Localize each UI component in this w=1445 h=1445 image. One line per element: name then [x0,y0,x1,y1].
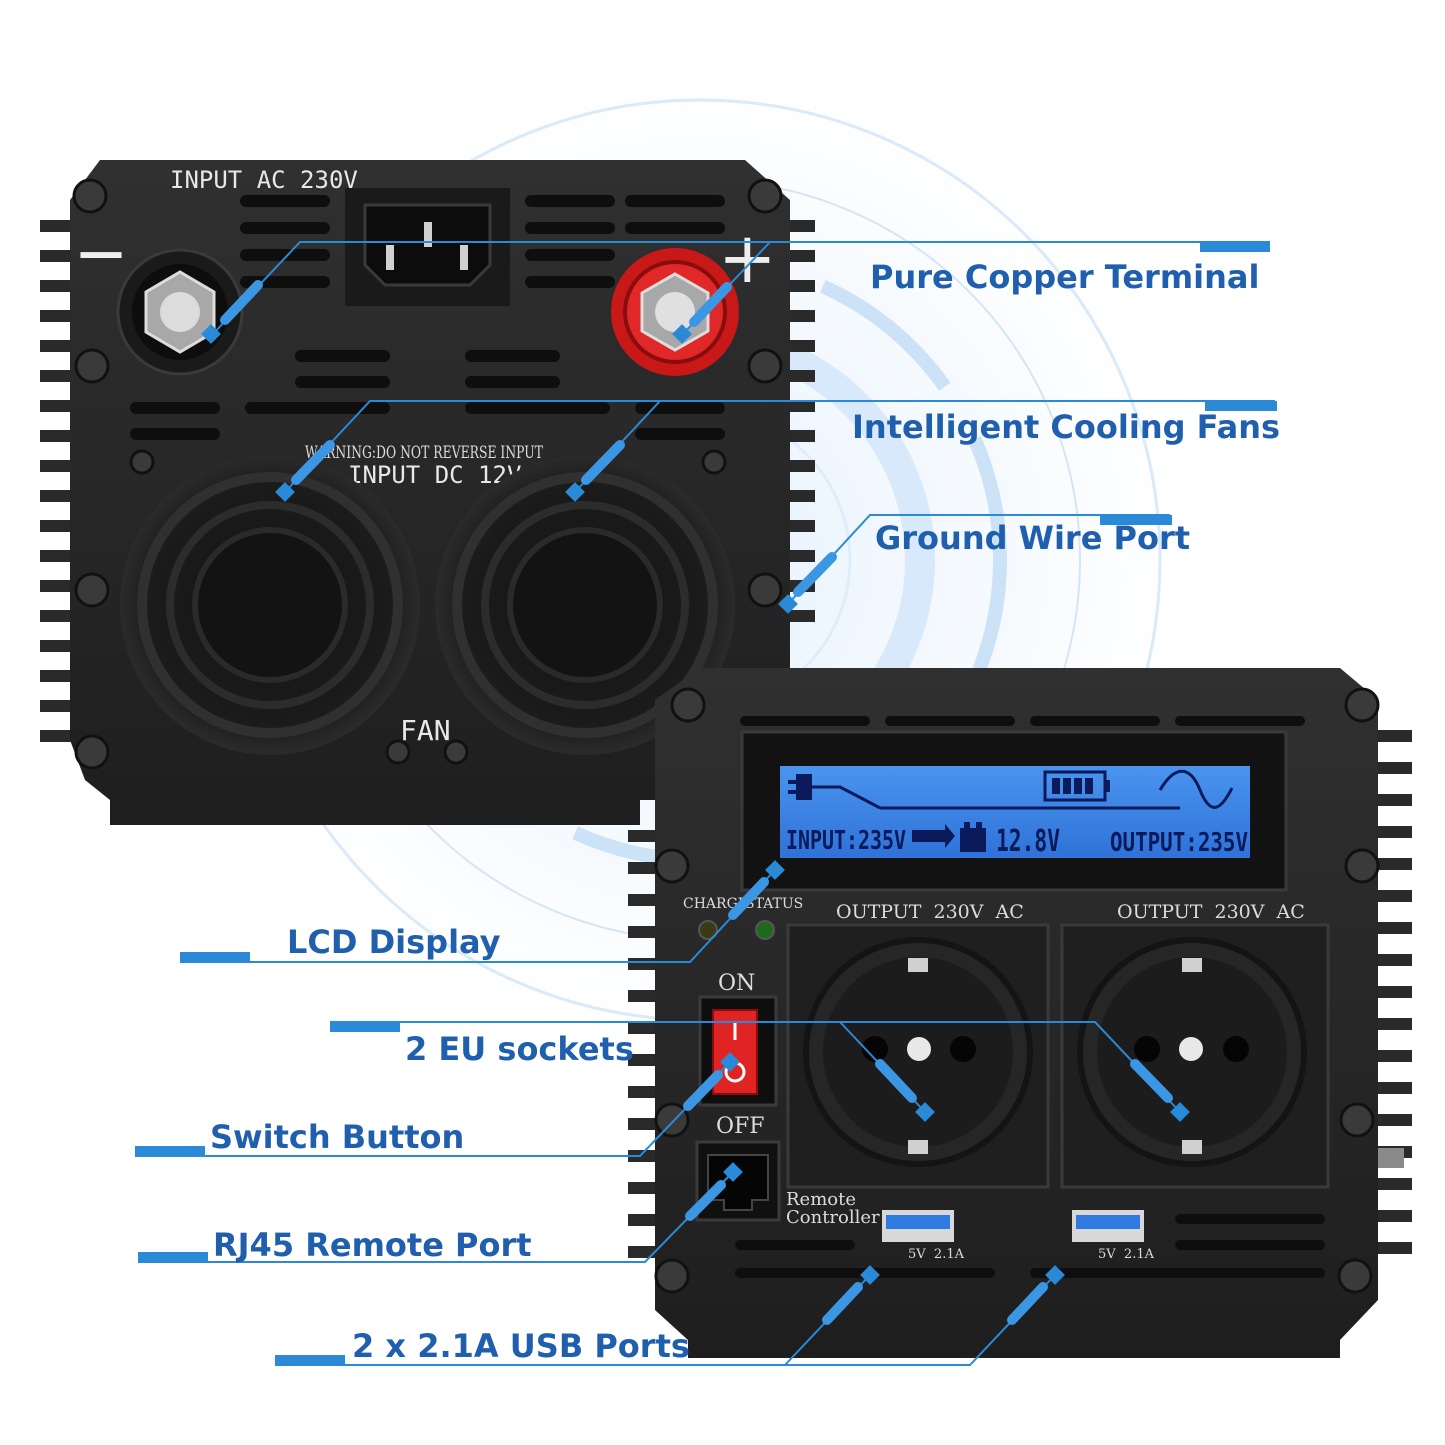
callout-accents [135,242,1277,1365]
usb-rating-left: 5V 2.1A [908,1247,965,1262]
switch-off-label: OFF [716,1114,765,1139]
usb-rating-right: 5V 2.1A [1098,1247,1155,1262]
eu-socket-right [1060,923,1330,1189]
back-panel-vents [130,195,725,440]
charge-led [698,920,718,940]
callout-rj45-port: RJ45 Remote Port [213,1226,532,1264]
input-dc-label: INPUT DC 12V [348,461,521,489]
status-label: STATUS [745,896,803,912]
front-panel: INPUT:235V 12.8V OUTPUT:235V CHARGE STAT… [628,668,1412,1358]
minus-symbol: — [78,225,124,279]
battery-level-icon [1043,770,1110,802]
lcd-battery-reading: 12.8V [996,824,1060,859]
socket-label-left: OUTPUT 230V AC [836,901,1024,923]
remote-label-line1: Remote [786,1189,856,1210]
negative-terminal [116,248,244,376]
cooling-fan-left [120,455,420,755]
callout-switch-button: Switch Button [210,1118,464,1156]
lcd-input-reading: INPUT:235V [786,826,906,856]
front-panel-screws [654,687,1380,1294]
front-panel-top-vents [740,716,1305,726]
lcd-display: INPUT:235V 12.8V OUTPUT:235V [740,730,1288,892]
socket-label-right: OUTPUT 230V AC [1117,901,1305,923]
fan-label: FAN [400,714,451,747]
callout-eu-sockets: 2 EU sockets [405,1030,634,1068]
warning-label: WARNING:DO NOT REVERSE INPUT [305,443,543,463]
switch-on-label: ON [718,971,755,996]
ground-screw [1378,1148,1404,1168]
usb-port-right[interactable] [1072,1210,1144,1242]
lcd-output-reading: OUTPUT:235V [1110,828,1248,858]
callout-lcd-display: LCD Display [287,923,501,961]
remote-label-line2: Controller [786,1207,880,1228]
sine-wave-icon [1158,769,1234,809]
input-ac-label: INPUT AC 230V [170,166,358,194]
callout-ground-port: Ground Wire Port [875,519,1190,557]
callout-cooling-fans: Intelligent Cooling Fans [852,408,1280,446]
lcd-arrow-icon [912,824,955,848]
plug-icon [788,774,881,810]
positive-terminal [611,248,739,376]
cooling-fan-right [435,455,735,755]
status-led [755,920,775,940]
callout-copper-terminal: Pure Copper Terminal [870,258,1259,296]
callout-thick-segments [220,280,1173,1325]
ac-input-socket [345,188,510,306]
rj45-port[interactable] [695,1140,781,1222]
usb-port-left[interactable] [882,1210,954,1242]
eu-socket-left [786,923,1050,1189]
charge-label: CHARGE [683,896,748,912]
lcd-battery-icon [960,822,986,852]
callout-usb-ports: 2 x 2.1A USB Ports [352,1327,690,1365]
